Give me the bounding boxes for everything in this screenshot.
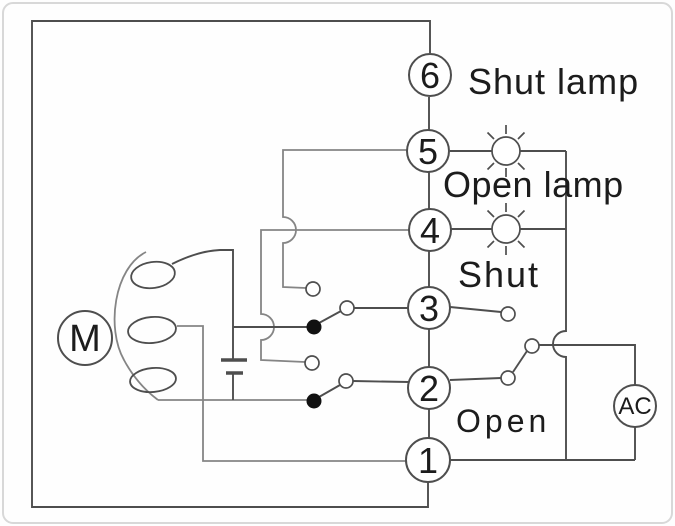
wire-motor-common-to-terminal1: [177, 325, 407, 462]
shut-label: Shut: [458, 254, 540, 295]
right-contact-terminal2-icon: [500, 370, 516, 386]
terminal-3-number: 3: [419, 288, 439, 329]
terminal-6-circle: [408, 53, 452, 97]
terminal-1-circle: [405, 437, 451, 483]
terminal-6-number: 6: [420, 55, 440, 96]
shut-lamp-rays-icon: [486, 203, 526, 255]
wire-switch-to-ac: [539, 344, 636, 385]
wire-terminal3-to-contact: [449, 306, 502, 313]
outer-circuit-border: [31, 20, 431, 508]
wire-ac-to-terminal1: [450, 427, 636, 461]
wire-terminal5-to-upper-contact: [282, 149, 407, 289]
terminal-circles: [405, 53, 452, 483]
wires-light: [113, 149, 409, 462]
ac-source-label: AC: [618, 393, 651, 420]
terminal-1-number: 1: [418, 440, 438, 481]
lower-common-contact-icon: [306, 393, 322, 409]
selector-switch-arm: [512, 350, 528, 373]
open-lamp-rays-icon: [486, 125, 526, 177]
open-label: Open: [456, 403, 550, 439]
terminal-4-number: 4: [420, 210, 440, 251]
terminal-4-circle: [408, 208, 452, 252]
motor-icon: [57, 310, 113, 366]
wire-top-coil-to-capacitor: [171, 249, 234, 359]
capacitor-icon: [221, 358, 247, 375]
selector-pivot-contact-icon: [524, 338, 540, 354]
terminal-2-circle: [407, 366, 451, 410]
motor-winding-arc: [113, 251, 159, 401]
upper-cam-switch-arm: [318, 307, 408, 324]
motor-coil-top-icon: [130, 260, 176, 290]
terminal-2-number: 2: [419, 368, 439, 409]
common-contacts: [306, 319, 322, 409]
terminal-5-circle: [406, 129, 450, 173]
terminal3-contact-icon: [339, 300, 355, 316]
ac-source-icon: [613, 384, 657, 428]
wires-main: [31, 20, 636, 508]
open-lamp-icon: [491, 136, 521, 166]
terminal2-contact-icon: [338, 373, 354, 389]
open-contacts: [304, 281, 540, 389]
shut-lamp-label: Shut lamp: [468, 61, 639, 102]
terminal-3-circle: [407, 286, 451, 330]
machines: [57, 260, 657, 428]
motor-coil-bottom-icon: [129, 366, 177, 394]
motor-coil-middle-icon: [127, 315, 177, 345]
wire-terminal2-to-contact: [449, 377, 502, 381]
diagram-text: 6 5 4 3 2 1 Shut lamp Open lamp Shut Ope…: [69, 55, 652, 481]
upper-common-contact-icon: [306, 319, 322, 335]
wire-lamp-return: [552, 151, 567, 460]
lower-cam-switch-arm: [318, 380, 410, 398]
lamps: [486, 125, 526, 255]
lower-open-contact-icon: [304, 355, 320, 371]
shut-lamp-icon: [491, 214, 521, 244]
motor-label: M: [69, 318, 101, 360]
upper-open-contact-icon: [305, 281, 321, 297]
open-lamp-label: Open lamp: [443, 164, 624, 205]
terminal-5-number: 5: [418, 131, 438, 172]
right-contact-terminal3-icon: [500, 306, 516, 322]
